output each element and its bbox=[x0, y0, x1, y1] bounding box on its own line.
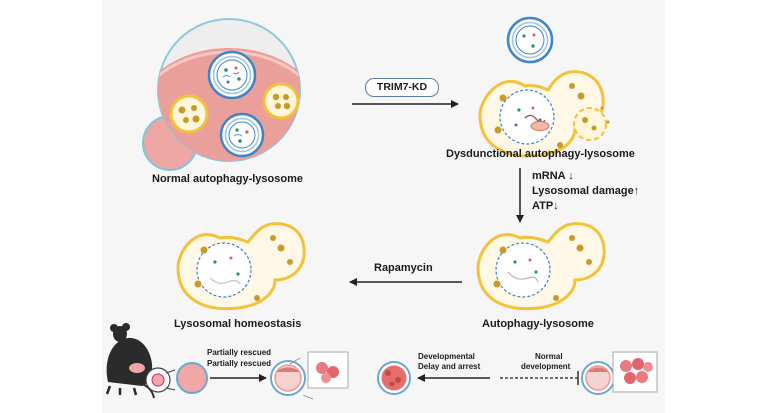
dysfunctional-illustration bbox=[478, 16, 610, 158]
effect-lysosomal-damage: Lysosomal damage↑ bbox=[532, 185, 640, 197]
autophagosome-top bbox=[207, 50, 257, 100]
lysosome-left bbox=[169, 94, 209, 134]
autophagosome-bottom bbox=[219, 112, 265, 158]
blastocyst-right bbox=[581, 361, 615, 395]
mouse-illustration bbox=[105, 323, 155, 399]
arrested-embryo bbox=[377, 361, 411, 395]
normal-line2: development bbox=[521, 362, 571, 371]
label-autophagy: Autophagy-lysosome bbox=[482, 318, 594, 330]
inset-right bbox=[612, 351, 658, 393]
rapamycin-label: Rapamycin bbox=[374, 262, 433, 274]
lysosome-right bbox=[262, 82, 300, 120]
zygote-left bbox=[176, 362, 208, 394]
trim7-kd-label: TRIM7-KD bbox=[365, 78, 439, 97]
label-normal: Normal autophagy-lysosome bbox=[152, 173, 303, 185]
homeostasis-illustration bbox=[176, 222, 306, 311]
normal-line1: Normal bbox=[535, 352, 563, 361]
autophagy-illustration bbox=[476, 222, 606, 311]
effect-mrna: mRNA ↓ bbox=[532, 170, 574, 182]
partially-rescued-2: Partially rescued bbox=[207, 359, 272, 368]
partially-rescued-1: Partially rescued bbox=[207, 348, 272, 357]
blastocyst-left bbox=[270, 357, 314, 400]
effect-atp: ATP↓ bbox=[532, 200, 559, 212]
label-dysfunctional: Dysdunctional autophagy-lysosome bbox=[446, 148, 635, 160]
delay-line1: Developmental bbox=[418, 352, 475, 361]
normal-cell-illustration bbox=[142, 18, 301, 171]
inset-left bbox=[307, 351, 349, 389]
label-homeostasis: Lysosomal homeostasis bbox=[174, 318, 302, 330]
delay-line2: Delay and arrest bbox=[418, 362, 481, 371]
